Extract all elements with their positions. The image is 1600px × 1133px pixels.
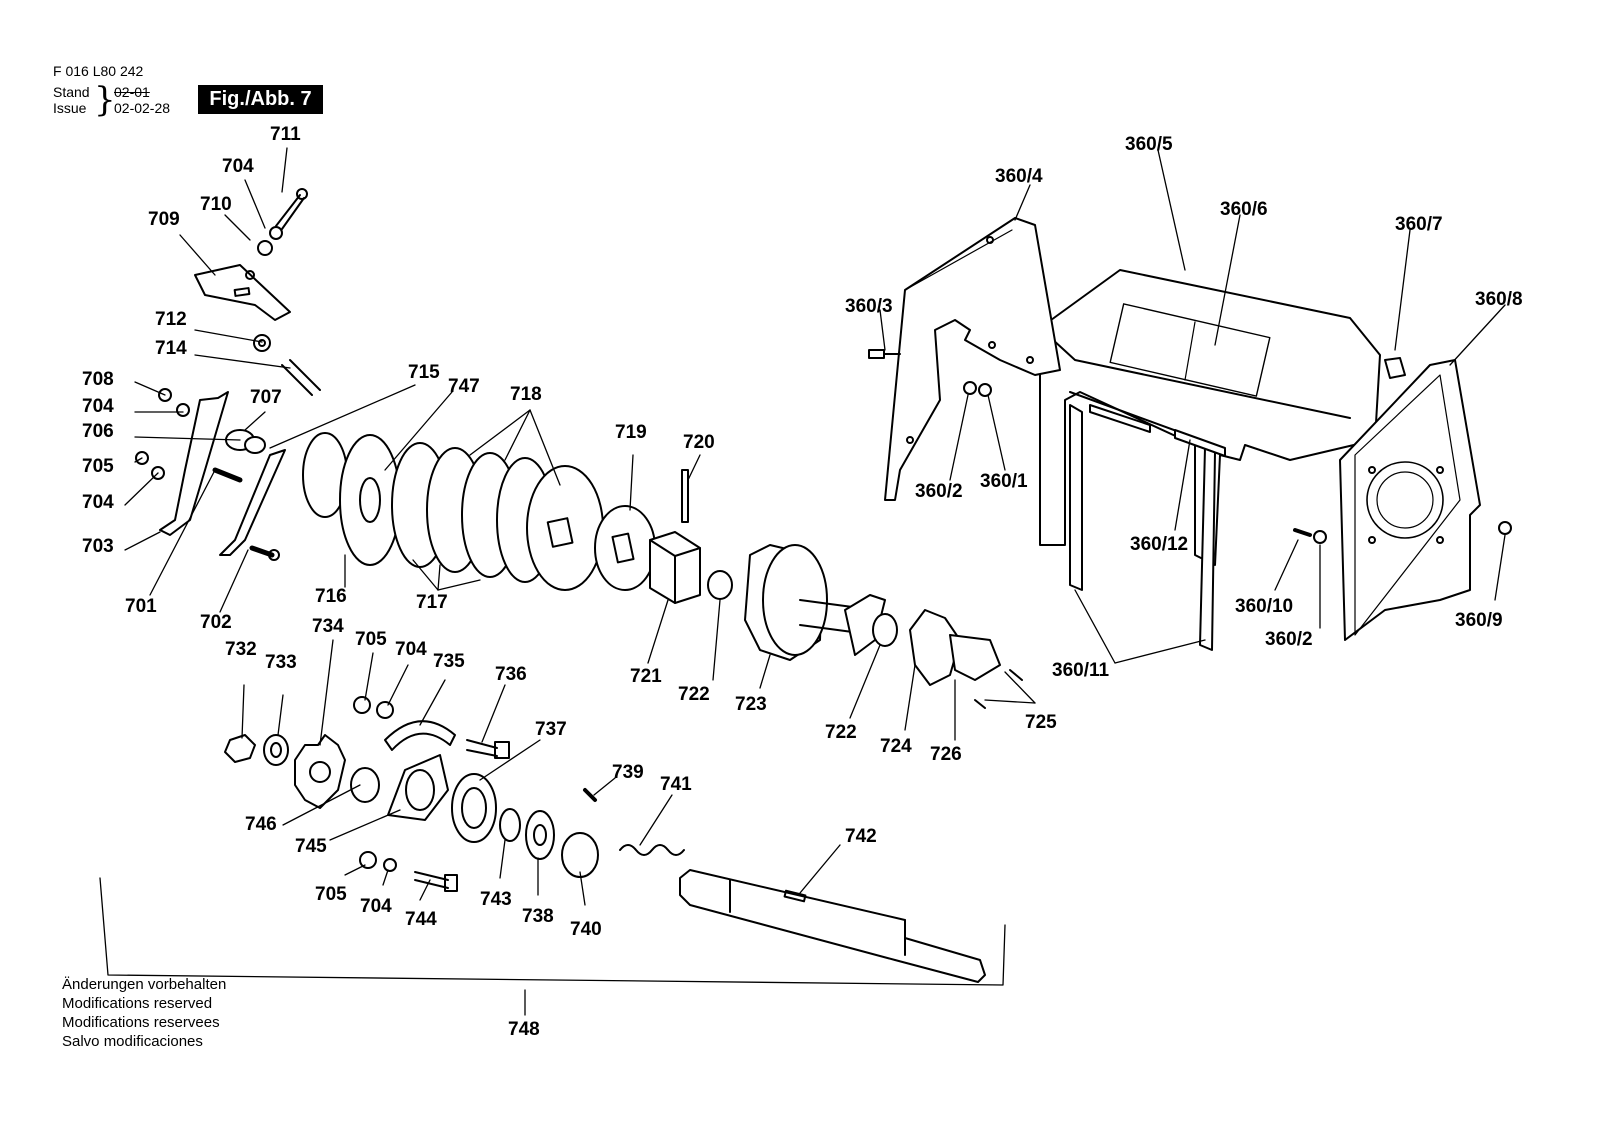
part-label-360-8: 360/8 bbox=[1475, 289, 1523, 310]
part-label-360-6: 360/6 bbox=[1220, 199, 1268, 220]
note-line-de: Änderungen vorbehalten bbox=[62, 976, 227, 993]
part-label-720: 720 bbox=[683, 432, 715, 453]
document-number: F 016 L80 242 bbox=[53, 63, 144, 79]
stand-label: Stand bbox=[53, 84, 90, 100]
part-label-716: 716 bbox=[315, 586, 347, 607]
part-label-360-10: 360/10 bbox=[1235, 596, 1293, 617]
part-label-740: 740 bbox=[570, 919, 602, 940]
part-label-747: 747 bbox=[448, 376, 480, 397]
part-label-718: 718 bbox=[510, 384, 542, 405]
drive-components bbox=[649, 469, 1023, 709]
superseded-date: 02-01 bbox=[114, 84, 150, 100]
part-label-715: 715 bbox=[408, 362, 440, 383]
part-label-710: 710 bbox=[200, 194, 232, 215]
part-label-707: 707 bbox=[250, 387, 282, 408]
part-label-701: 701 bbox=[125, 596, 157, 617]
part-label-748: 748 bbox=[508, 1019, 540, 1040]
part-label-726: 726 bbox=[930, 744, 962, 765]
part-label-712: 712 bbox=[155, 309, 187, 330]
note-line-es: Salvo modificaciones bbox=[62, 1033, 203, 1050]
part-label-704: 704 bbox=[395, 639, 427, 660]
part-label-705: 705 bbox=[82, 456, 114, 477]
part-label-739: 739 bbox=[612, 762, 644, 783]
part-label-360-12: 360/12 bbox=[1130, 534, 1188, 555]
part-label-708: 708 bbox=[82, 369, 114, 390]
part-label-360-5: 360/5 bbox=[1125, 134, 1173, 155]
part-label-743: 743 bbox=[480, 889, 512, 910]
part-label-709: 709 bbox=[148, 209, 180, 230]
part-label-702: 702 bbox=[200, 612, 232, 633]
part-label-735: 735 bbox=[433, 651, 465, 672]
part-label-711: 711 bbox=[270, 124, 301, 145]
part-label-706: 706 bbox=[82, 421, 114, 442]
figure-badge: Fig./Abb. 7 bbox=[198, 85, 323, 114]
part-label-744: 744 bbox=[405, 909, 437, 930]
part-label-360-3: 360/3 bbox=[845, 296, 893, 317]
part-label-360-4: 360/4 bbox=[995, 166, 1043, 187]
part-label-733: 733 bbox=[265, 652, 297, 673]
part-label-742: 742 bbox=[845, 826, 877, 847]
part-label-360-11: 360/11 bbox=[1052, 660, 1109, 681]
part-label-705: 705 bbox=[355, 629, 387, 650]
part-label-722: 722 bbox=[678, 684, 710, 705]
part-label-704: 704 bbox=[82, 492, 114, 513]
part-label-721: 721 bbox=[630, 666, 662, 687]
part-label-741: 741 bbox=[660, 774, 692, 795]
part-label-704: 704 bbox=[360, 896, 392, 917]
part-label-734: 734 bbox=[312, 616, 344, 637]
sprocket-bearing-group bbox=[224, 696, 685, 892]
part-label-724: 724 bbox=[880, 736, 912, 757]
part-label-725: 725 bbox=[1025, 712, 1057, 733]
note-line-fr: Modifications reservees bbox=[62, 1014, 220, 1031]
part-label-360-1: 360/1 bbox=[980, 471, 1028, 492]
part-label-360-7: 360/7 bbox=[1395, 214, 1443, 235]
part-label-705: 705 bbox=[315, 884, 347, 905]
part-label-737: 737 bbox=[535, 719, 567, 740]
brace-icon: } bbox=[94, 80, 116, 120]
main-shaft bbox=[679, 869, 986, 983]
note-line-en: Modifications reserved bbox=[62, 995, 213, 1012]
part-label-736: 736 bbox=[495, 664, 527, 685]
part-label-732: 732 bbox=[225, 639, 257, 660]
part-label-360-2: 360/2 bbox=[1265, 629, 1313, 650]
issue-label: Issue bbox=[53, 100, 87, 116]
clutch-disc-stack bbox=[302, 432, 656, 591]
part-label-738: 738 bbox=[522, 906, 554, 927]
part-label-719: 719 bbox=[615, 422, 647, 443]
part-label-360-9: 360/9 bbox=[1455, 610, 1503, 631]
part-label-714: 714 bbox=[155, 338, 187, 359]
part-label-704: 704 bbox=[222, 156, 254, 177]
part-label-746: 746 bbox=[245, 814, 277, 835]
issue-date: 02-02-28 bbox=[114, 100, 171, 116]
part-label-723: 723 bbox=[735, 694, 767, 715]
part-label-717: 717 bbox=[416, 592, 448, 613]
part-number-labels: 711 704 710 709 712 714 708 704 707 706 … bbox=[82, 124, 1523, 1040]
part-label-722: 722 bbox=[825, 722, 857, 743]
part-label-704: 704 bbox=[82, 396, 114, 417]
leader-lines bbox=[99, 147, 1506, 1016]
part-label-703: 703 bbox=[82, 536, 114, 557]
part-label-745: 745 bbox=[295, 836, 327, 857]
lever-assembly bbox=[135, 188, 321, 561]
housing-cover bbox=[868, 217, 1512, 651]
part-label-360-2: 360/2 bbox=[915, 481, 963, 502]
